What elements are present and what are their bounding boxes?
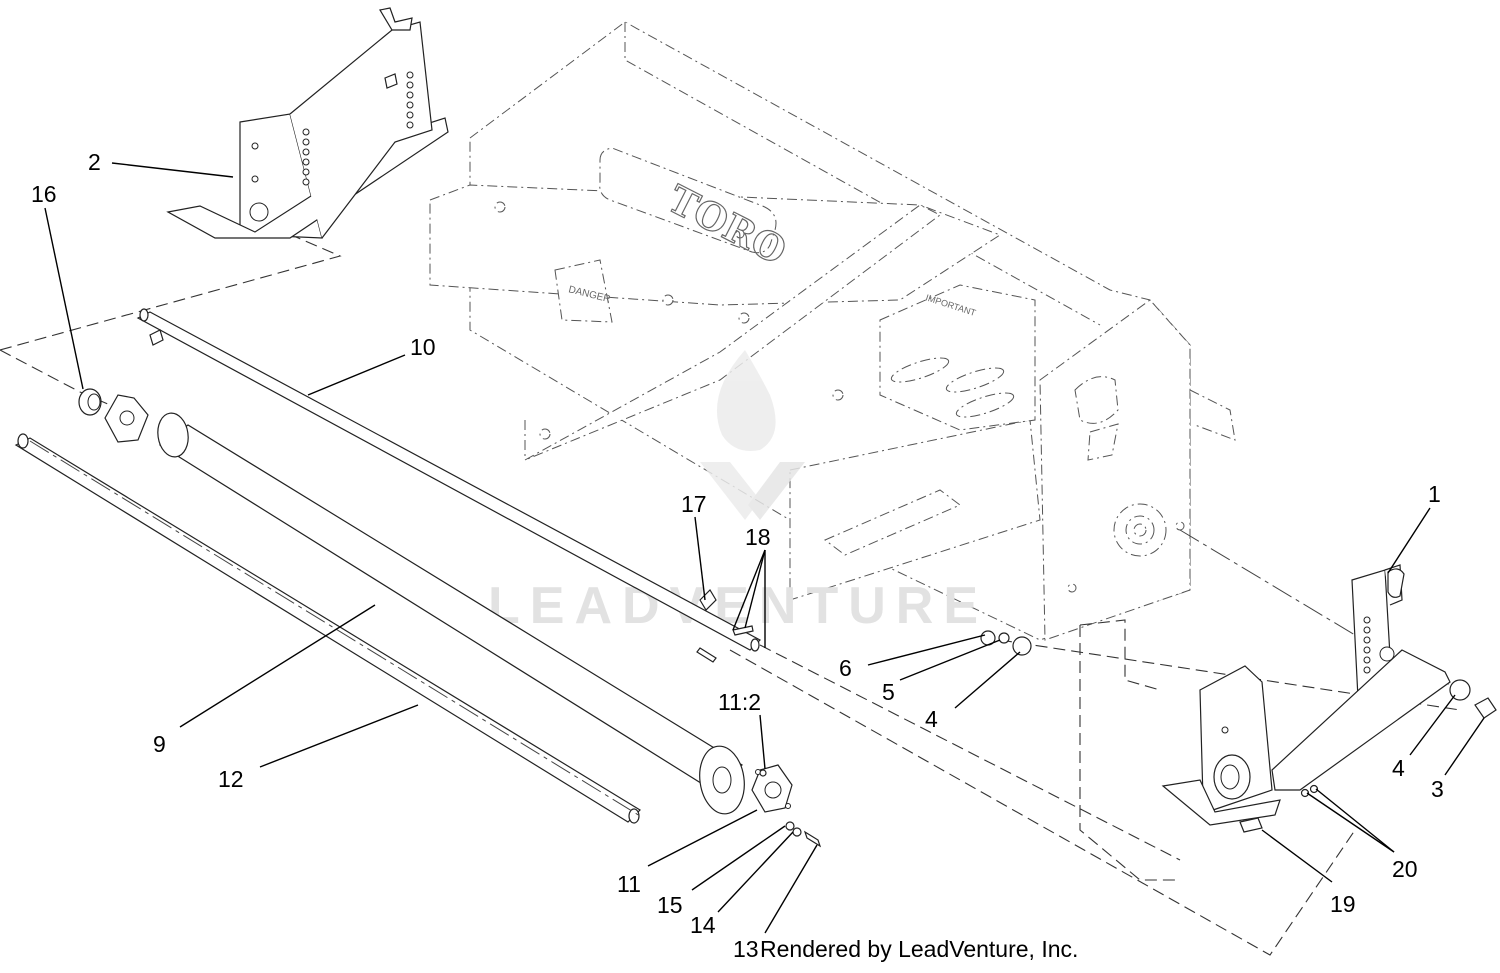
bracket-adjust-holes — [302, 71, 414, 186]
callout-20: 20 — [1392, 856, 1418, 882]
lower-rod[interactable] — [14, 433, 641, 824]
callout-13: 13 — [733, 936, 759, 962]
pin-18b — [696, 647, 717, 663]
washer-5 — [998, 632, 1010, 644]
callout-16: 16 — [31, 181, 57, 207]
callout-15: 15 — [657, 892, 683, 918]
leader-lines — [44, 162, 1485, 934]
callout-4b: 4 — [1392, 755, 1405, 781]
bolt-19 — [1239, 817, 1263, 833]
nut-20b — [1309, 784, 1319, 794]
right-bracket-adjust-holes — [1363, 616, 1371, 674]
bolt-13 — [803, 830, 822, 848]
callout-labels: 1 2 3 4 4 5 6 9 10 11 11:2 12 13 14 15 1… — [31, 149, 1444, 962]
spring-17 — [699, 589, 717, 611]
callout-11-2: 11:2 — [718, 689, 761, 715]
callout-12: 12 — [218, 766, 244, 792]
callout-18: 18 — [745, 524, 771, 550]
callout-4a: 4 — [925, 706, 938, 732]
callout-19: 19 — [1330, 891, 1356, 917]
callout-5: 5 — [882, 679, 895, 705]
bolt-3 — [1474, 697, 1497, 719]
flat-washer — [792, 827, 802, 837]
bearing-flange[interactable] — [751, 764, 793, 813]
callout-14: 14 — [690, 912, 716, 938]
washer-4a — [1012, 636, 1032, 656]
callout-9: 9 — [153, 731, 166, 757]
grease-fitting — [759, 769, 767, 777]
left-bracket[interactable] — [166, 7, 449, 239]
flame-v-logo — [700, 350, 805, 520]
watermark-text: LEADVENTURE — [488, 577, 988, 635]
roller-shaft[interactable] — [136, 308, 761, 652]
bushing[interactable] — [78, 388, 102, 416]
right-bracket[interactable] — [1161, 564, 1451, 826]
callout-10: 10 — [410, 334, 436, 360]
callout-11: 11 — [617, 871, 641, 897]
callout-2: 2 — [88, 149, 101, 175]
lock-washer — [785, 821, 795, 831]
callout-3: 3 — [1431, 776, 1444, 802]
roller-tube[interactable] — [155, 411, 748, 817]
callout-1: 1 — [1428, 481, 1441, 507]
nut-20a — [1300, 788, 1310, 798]
left-bearing-flange[interactable] — [104, 394, 149, 443]
mower-deck-ghost — [429, 21, 1236, 641]
render-credit: Rendered by LeadVenture, Inc. — [760, 936, 1078, 962]
callout-17: 17 — [681, 491, 707, 517]
callout-6: 6 — [839, 655, 852, 681]
